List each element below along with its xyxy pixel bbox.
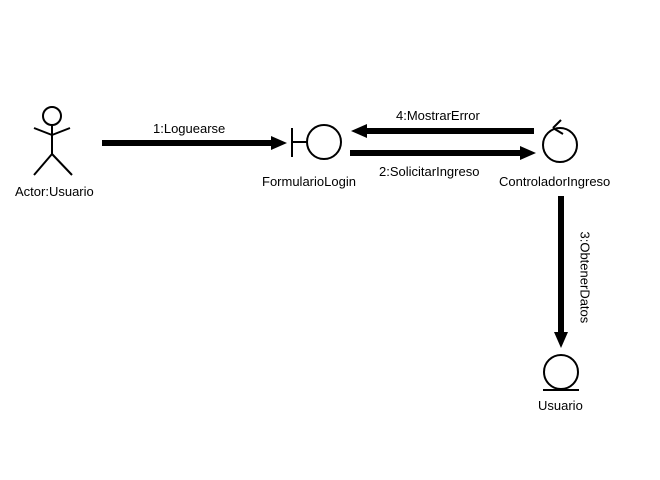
boundary-icon: [291, 124, 342, 160]
message-label-4: 4:MostrarError: [396, 108, 480, 123]
message-arrow-1: [102, 136, 287, 150]
control-label: ControladorIngreso: [499, 174, 611, 189]
control-icon: [542, 119, 578, 163]
boundary-label: FormularioLogin: [262, 174, 356, 189]
message-label-1: 1:Loguearse: [153, 121, 226, 136]
stick-figure-icon: [33, 106, 73, 176]
actor-label: Actor:Usuario: [15, 184, 94, 199]
message-label-3: 3:ObtenerDatos: [577, 231, 593, 324]
message-arrow-2: [350, 146, 536, 160]
entity-label: Usuario: [538, 398, 583, 413]
message-label-2: 2:SolicitarIngreso: [379, 164, 480, 179]
message-arrow-3: [554, 196, 568, 348]
entity-icon: [543, 354, 579, 391]
message-arrow-4: [351, 124, 534, 138]
